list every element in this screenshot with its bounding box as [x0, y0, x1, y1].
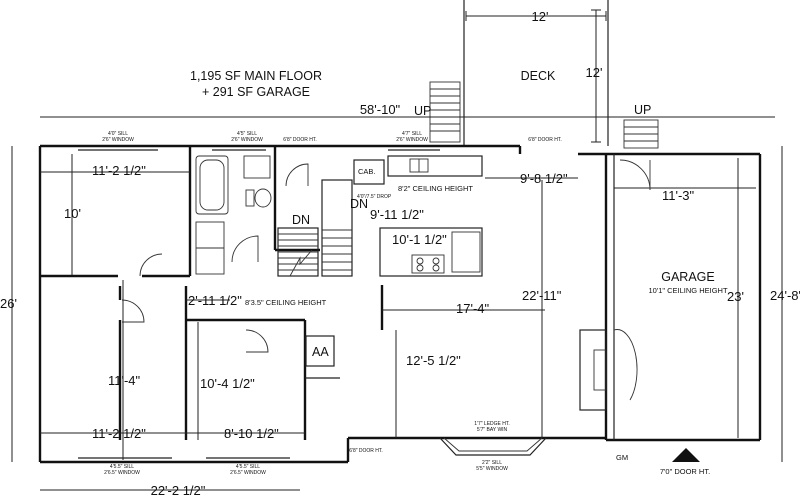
- up-label-left: UP: [414, 104, 431, 118]
- garage-door-marker: [672, 448, 700, 462]
- bay-sill: 2'2" SILL: [482, 460, 502, 466]
- bottom-window2-size: 2'6.5" WINDOW: [230, 470, 266, 476]
- garage-label: GARAGE: [661, 270, 715, 284]
- bottom-window2-sill: 4'5.5" SILL: [236, 464, 260, 470]
- garage-entry-stairs: [623, 119, 659, 149]
- garage-ceiling-height: 10'1" CEILING HEIGHT: [648, 286, 728, 295]
- fireplace: [579, 329, 607, 411]
- bedroom2-depth-dimension: 11'-4": [108, 373, 141, 388]
- bathroom: [195, 155, 272, 275]
- bedroom3-door: [245, 329, 269, 353]
- garage-width-dimension: 11'-3": [662, 188, 695, 203]
- living-depth-dimension: 22'-11": [522, 288, 562, 303]
- top-window1-sill: 4'0" SILL: [108, 131, 128, 137]
- top-window3-size: 2'6" WINDOW: [396, 137, 428, 143]
- kitchen-width-dimension: 10'-1 1/2": [392, 232, 447, 247]
- garage-depth-dimension: 23': [727, 289, 744, 304]
- deck-depth-dimension: 12': [586, 65, 603, 80]
- bedroom-3: [186, 322, 305, 440]
- garage-area: + 291 SF GARAGE: [202, 85, 310, 99]
- garage: [613, 158, 756, 438]
- exterior-walls: [38, 144, 762, 464]
- bedroom3-depth-dimension: 10'-4 1/2": [200, 376, 255, 391]
- stair-width-dimension: 9'-11 1/2": [370, 207, 424, 222]
- bedroom2-width-dimension: 11'-2 1/2": [92, 426, 146, 441]
- top-window2-sill: 4'5" SILL: [237, 131, 257, 137]
- bedroom3-width-dimension: 8'-10 1/2": [224, 426, 279, 441]
- deck: [463, 0, 609, 146]
- down-label-1: DN: [292, 213, 310, 227]
- ledge-height: 1'7" LEDGE HT.: [474, 421, 510, 427]
- top-window2-size: 2'6" WINDOW: [231, 137, 263, 143]
- drop-note: 4'0"/7.5" DROP: [357, 194, 392, 200]
- interior-walls: [40, 146, 384, 440]
- top-window1-size: 2'6" WINDOW: [102, 137, 134, 143]
- overall-width-dimension: 58'-10": [360, 102, 401, 117]
- bedroom2-door: [121, 299, 145, 323]
- bay-window-size: 5'7" BAY WIN: [477, 427, 508, 433]
- bay-window: [439, 437, 547, 456]
- living-width-dimension: 17'-4": [456, 301, 490, 316]
- deck-stairs: [429, 81, 461, 143]
- hall-width-dimension: 2'-11 1/2": [188, 293, 242, 308]
- main-floor-area: 1,195 SF MAIN FLOOR: [190, 69, 322, 83]
- bottom-window1-size: 2'6.5" WINDOW: [104, 470, 140, 476]
- overall-depth-right: 24'-8": [770, 288, 800, 303]
- deck-width-dimension: 12': [532, 9, 549, 24]
- hall-ceiling-height: 8'3.5" CEILING HEIGHT: [245, 298, 327, 307]
- living-depth-dimension-2: 12'-5 1/2": [406, 353, 461, 368]
- overall-depth-left: 26': [0, 296, 17, 311]
- bay-window-size-2: 5'5" WINDOW: [476, 466, 508, 472]
- bedroom1-width-dimension: 11'-2 1/2": [92, 163, 146, 178]
- front-door-height: 6'8" DOOR HT.: [349, 448, 383, 454]
- cabinet-label: CAB.: [358, 167, 376, 176]
- top-door2-height: 6'8" DOOR HT.: [528, 137, 562, 143]
- gm-label: GM: [616, 453, 628, 462]
- bottom-width-dimension: 22'-2 1/2": [151, 483, 206, 495]
- basement-stairs: [277, 163, 353, 277]
- aa-closet: [305, 335, 335, 367]
- bedroom-2: [40, 280, 186, 460]
- aa-label: AA: [312, 345, 329, 359]
- bottom-window1-sill: 4'5.5" SILL: [110, 464, 134, 470]
- living-room: [382, 180, 545, 438]
- up-label-right: UP: [634, 103, 651, 117]
- kitchen: [379, 155, 483, 277]
- kitchen-ceiling-height: 8'2" CEILING HEIGHT: [398, 184, 473, 193]
- bedroom1-depth-dimension: 10': [64, 206, 81, 221]
- garage-door-height: 7'0" DOOR HT.: [660, 467, 710, 476]
- kitchen-depth-dimension: 9'-8 1/2": [520, 171, 568, 186]
- top-window3-sill: 4'7" SILL: [402, 131, 422, 137]
- top-door1-height: 6'8" DOOR HT.: [283, 137, 317, 143]
- down-label-2: DN: [350, 197, 368, 211]
- deck-label: DECK: [521, 69, 556, 83]
- cabinet: [353, 159, 385, 185]
- bedroom-1: [40, 154, 190, 275]
- bedroom1-door: [139, 253, 163, 277]
